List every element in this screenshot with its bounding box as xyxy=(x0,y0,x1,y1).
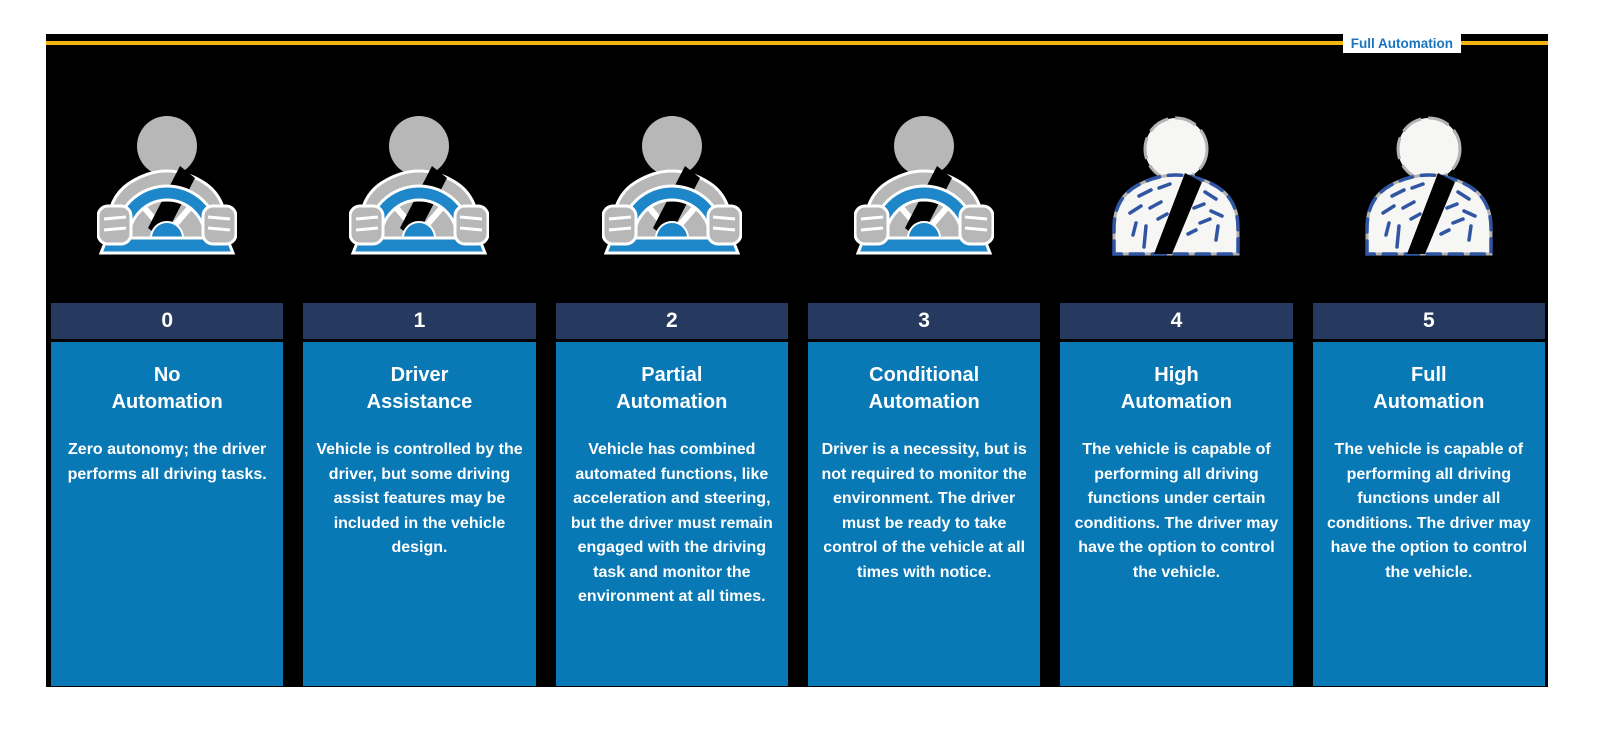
level-title-line1: Full xyxy=(1411,364,1447,386)
level-number-header: 2 xyxy=(555,303,788,339)
driver-at-wheel-icon xyxy=(97,116,237,256)
level-number: 1 xyxy=(413,309,426,332)
level-number: 0 xyxy=(161,309,173,332)
level-title-line1: No xyxy=(153,364,181,386)
level-number-header: 5 xyxy=(1312,303,1545,339)
level-title-line1: High xyxy=(1154,364,1199,386)
level-number-header: 3 xyxy=(807,303,1041,339)
level-title-line2: Automation xyxy=(868,391,980,413)
level-title-line2: Assistance xyxy=(366,391,473,413)
accent-line xyxy=(46,41,1548,45)
level-column-1: 1 Driver Assistance Vehicle is controlle… xyxy=(303,34,536,686)
hands-free-passenger-icon xyxy=(1106,116,1246,256)
level-title: No Automation xyxy=(63,362,271,416)
level-0-icon-box xyxy=(51,34,283,303)
level-card: Full Automation The vehicle is capable o… xyxy=(1312,342,1545,686)
driver-at-wheel-icon xyxy=(602,116,742,256)
level-4-icon-box xyxy=(1060,34,1292,303)
level-column-4: 4 High Automation The vehicle is capable… xyxy=(1060,34,1293,686)
level-title: Conditional Automation xyxy=(820,362,1028,416)
level-description: Vehicle has combined automated functions… xyxy=(570,441,773,605)
level-card: No Automation Zero autonomy; the driver … xyxy=(51,342,284,686)
level-title-line1: Partial xyxy=(641,364,703,386)
level-title: Partial Automation xyxy=(568,362,776,416)
level-column-3: 3 Conditional Automation Driver is a nec… xyxy=(807,34,1041,686)
level-title-line2: Automation xyxy=(1120,391,1233,413)
level-number-header: 4 xyxy=(1060,303,1293,339)
driver-at-wheel-icon xyxy=(854,116,994,256)
level-number-header: 0 xyxy=(51,303,284,339)
level-title-line2: Automation xyxy=(1373,391,1485,413)
level-title-line2: Automation xyxy=(111,391,223,413)
driver-at-wheel-icon xyxy=(349,116,489,256)
level-5-icon-box xyxy=(1313,34,1545,303)
level-description: The vehicle is capable of performing all… xyxy=(1327,441,1531,581)
level-description: Vehicle is controlled by the driver, but… xyxy=(316,441,523,556)
level-3-icon-box xyxy=(808,34,1040,303)
level-number: 3 xyxy=(918,309,930,332)
level-title: Full Automation xyxy=(1325,362,1533,416)
full-automation-tooltip: Full Automation xyxy=(1342,34,1461,53)
level-description: Driver is a necessity, but is not requir… xyxy=(821,441,1027,581)
level-title-line1: Conditional xyxy=(869,364,980,386)
level-card: Driver Assistance Vehicle is controlled … xyxy=(303,342,536,686)
infographic-board: Full Automation 0 No Automation Zero aut… xyxy=(46,34,1548,687)
level-card: Conditional Automation Driver is a neces… xyxy=(807,342,1041,686)
levels-row: 0 No Automation Zero autonomy; the drive… xyxy=(51,34,1545,686)
level-title: Driver Assistance xyxy=(315,362,523,416)
level-description: The vehicle is capable of performing all… xyxy=(1074,441,1279,581)
level-number: 2 xyxy=(665,309,678,332)
level-description: Zero autonomy; the driver performs all d… xyxy=(67,441,267,483)
level-title-line1: Driver xyxy=(390,364,449,386)
level-card: High Automation The vehicle is capable o… xyxy=(1060,342,1293,686)
level-number: 5 xyxy=(1422,309,1435,332)
level-title: High Automation xyxy=(1072,362,1280,416)
level-number-header: 1 xyxy=(303,303,536,339)
level-2-icon-box xyxy=(556,34,788,303)
level-1-icon-box xyxy=(303,34,535,303)
level-number: 4 xyxy=(1170,309,1183,332)
level-card: Partial Automation Vehicle has combined … xyxy=(555,342,788,686)
hands-free-passenger-icon xyxy=(1359,116,1499,256)
level-column-5: 5 Full Automation The vehicle is capable… xyxy=(1312,34,1545,686)
level-column-2: 2 Partial Automation Vehicle has combine… xyxy=(555,34,788,686)
level-title-line2: Automation xyxy=(616,391,728,413)
level-column-0: 0 No Automation Zero autonomy; the drive… xyxy=(51,34,284,686)
